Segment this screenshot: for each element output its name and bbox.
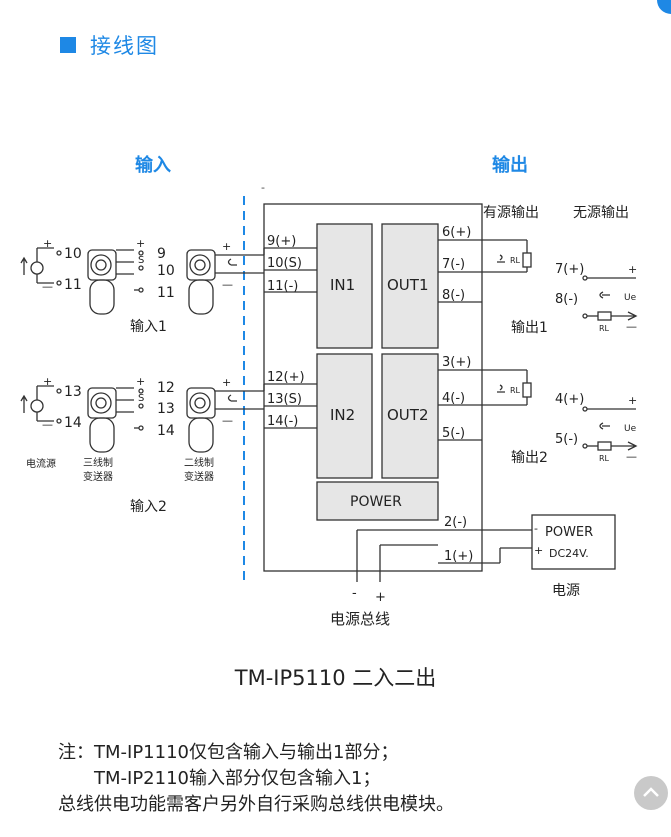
terminal-7: 7(-) <box>442 257 465 272</box>
diagram-text: DC24V. <box>549 547 589 560</box>
diagram-text: + <box>136 375 145 388</box>
diagram-text: + <box>534 544 543 557</box>
diagram-text: 14 <box>64 415 82 431</box>
input2-label: 输入2 <box>130 499 167 515</box>
block-power <box>316 481 439 521</box>
diagram-text: 14 <box>157 423 175 439</box>
diagram-text: 变送器 <box>184 470 214 483</box>
block-out1 <box>381 223 439 349</box>
note-line-2: TM-IP2110输入部分仅包含输入1； <box>94 768 381 789</box>
diagram-text: 变送器 <box>83 470 113 483</box>
wiring-diagram: 输入 输出 有源输出 无源输出 - IN1 OUT1 IN2 OUT2 POWE… <box>20 154 638 628</box>
diagram-text: — <box>222 278 233 291</box>
diagram-text: + <box>628 394 637 407</box>
current-source-label: 电流源 <box>26 457 56 470</box>
diagram-text: POWER <box>545 525 593 540</box>
bus-label: 电源总线 <box>330 610 390 628</box>
diagram-text: 10 <box>157 263 175 279</box>
stray-mark: - <box>261 181 265 194</box>
out1-terminal-7: 7(+) <box>555 262 584 277</box>
diagram-text: - <box>534 522 538 535</box>
out2-terminal-4: 4(+) <box>555 392 584 407</box>
block-out1-label: OUT1 <box>387 276 429 294</box>
block-out2-label: OUT2 <box>387 406 429 424</box>
power-supply-box <box>531 514 616 570</box>
diagram-text: + <box>43 237 52 250</box>
terminal-12: 12(+) <box>267 370 305 385</box>
diagram-text: S <box>138 255 144 266</box>
note-line-3: 总线供电功能需客户另外自行采购总线供电模块。 <box>58 794 454 815</box>
terminal-2: 2(-) <box>444 515 467 530</box>
diagram-text: 9 <box>157 246 166 262</box>
block-in2-label: IN2 <box>330 406 355 424</box>
block-out2 <box>381 353 439 479</box>
terminal-4: 4(-) <box>442 391 465 406</box>
note-line-1: 注：TM-IP1110仅包含输入与输出1部分； <box>58 742 399 763</box>
block-in2 <box>316 353 373 479</box>
terminal-14: 14(-) <box>267 414 298 429</box>
terminal-13: 13(S) <box>267 392 302 407</box>
block-power-label: POWER <box>350 494 402 510</box>
diagram-text: 10 <box>64 246 82 262</box>
output1-label: 输出1 <box>511 320 548 336</box>
diagram-text: + <box>222 376 231 389</box>
diagram-text: RL <box>599 324 610 333</box>
back-to-top-button[interactable] <box>634 776 668 810</box>
diagram-text: RL <box>510 386 521 395</box>
block-in1-label: IN1 <box>330 276 355 294</box>
terminal-9: 9(+) <box>267 234 296 249</box>
diagram-caption: TM-IP5110 二入二出 <box>234 666 437 690</box>
output-heading: 输出 <box>492 154 528 176</box>
diagram-text: 11 <box>64 277 82 293</box>
terminal-1: 1(+) <box>444 549 473 564</box>
header-square-icon <box>60 37 76 53</box>
diagram-text: 13 <box>157 401 175 417</box>
diagram-text: 11 <box>157 285 175 301</box>
out2-terminal-5: 5(-) <box>555 432 578 447</box>
diagram-text: — <box>222 414 233 427</box>
diagram-text: — <box>42 280 53 293</box>
diagram-text: RL <box>510 256 521 265</box>
diagram-text: — <box>42 418 53 431</box>
active-output-label: 有源输出 <box>483 205 539 221</box>
terminal-8: 8(-) <box>442 288 465 303</box>
output2-label: 输出2 <box>511 450 548 466</box>
diagram-text: + <box>375 590 386 605</box>
terminal-5: 5(-) <box>442 426 465 441</box>
out1-terminal-8: 8(-) <box>555 292 578 307</box>
terminal-10: 10(S) <box>267 256 302 271</box>
diagram-text: RL <box>599 454 610 463</box>
diagram-text: + <box>43 375 52 388</box>
diagram-text: + <box>136 237 145 250</box>
diagram-text: 二线制 <box>184 456 214 469</box>
diagram-text: 12 <box>157 380 175 396</box>
chevron-up-icon <box>643 787 659 797</box>
diagram-text: — <box>626 320 637 333</box>
input1-label: 输入1 <box>130 319 167 335</box>
diagram-text: Ue <box>624 424 637 434</box>
input-heading: 输入 <box>135 154 171 176</box>
passive-output-label: 无源输出 <box>573 205 629 221</box>
section-title: 接线图 <box>90 34 159 58</box>
diagram-text: - <box>352 586 357 601</box>
diagram-text: 三线制 <box>83 456 113 469</box>
block-in1 <box>316 223 373 349</box>
diagram-text: + <box>628 263 637 276</box>
terminal-11: 11(-) <box>267 279 298 294</box>
diagram-text: 13 <box>64 384 82 400</box>
terminal-6: 6(+) <box>442 225 471 240</box>
diagram-text: Ue <box>624 293 637 303</box>
terminal-3: 3(+) <box>442 355 471 370</box>
diagram-text: — <box>626 450 637 463</box>
power-label: 电源 <box>552 583 580 599</box>
diagram-text: S <box>138 393 144 404</box>
diagram-text: + <box>222 240 231 253</box>
section-header: 接线图 <box>60 30 159 60</box>
